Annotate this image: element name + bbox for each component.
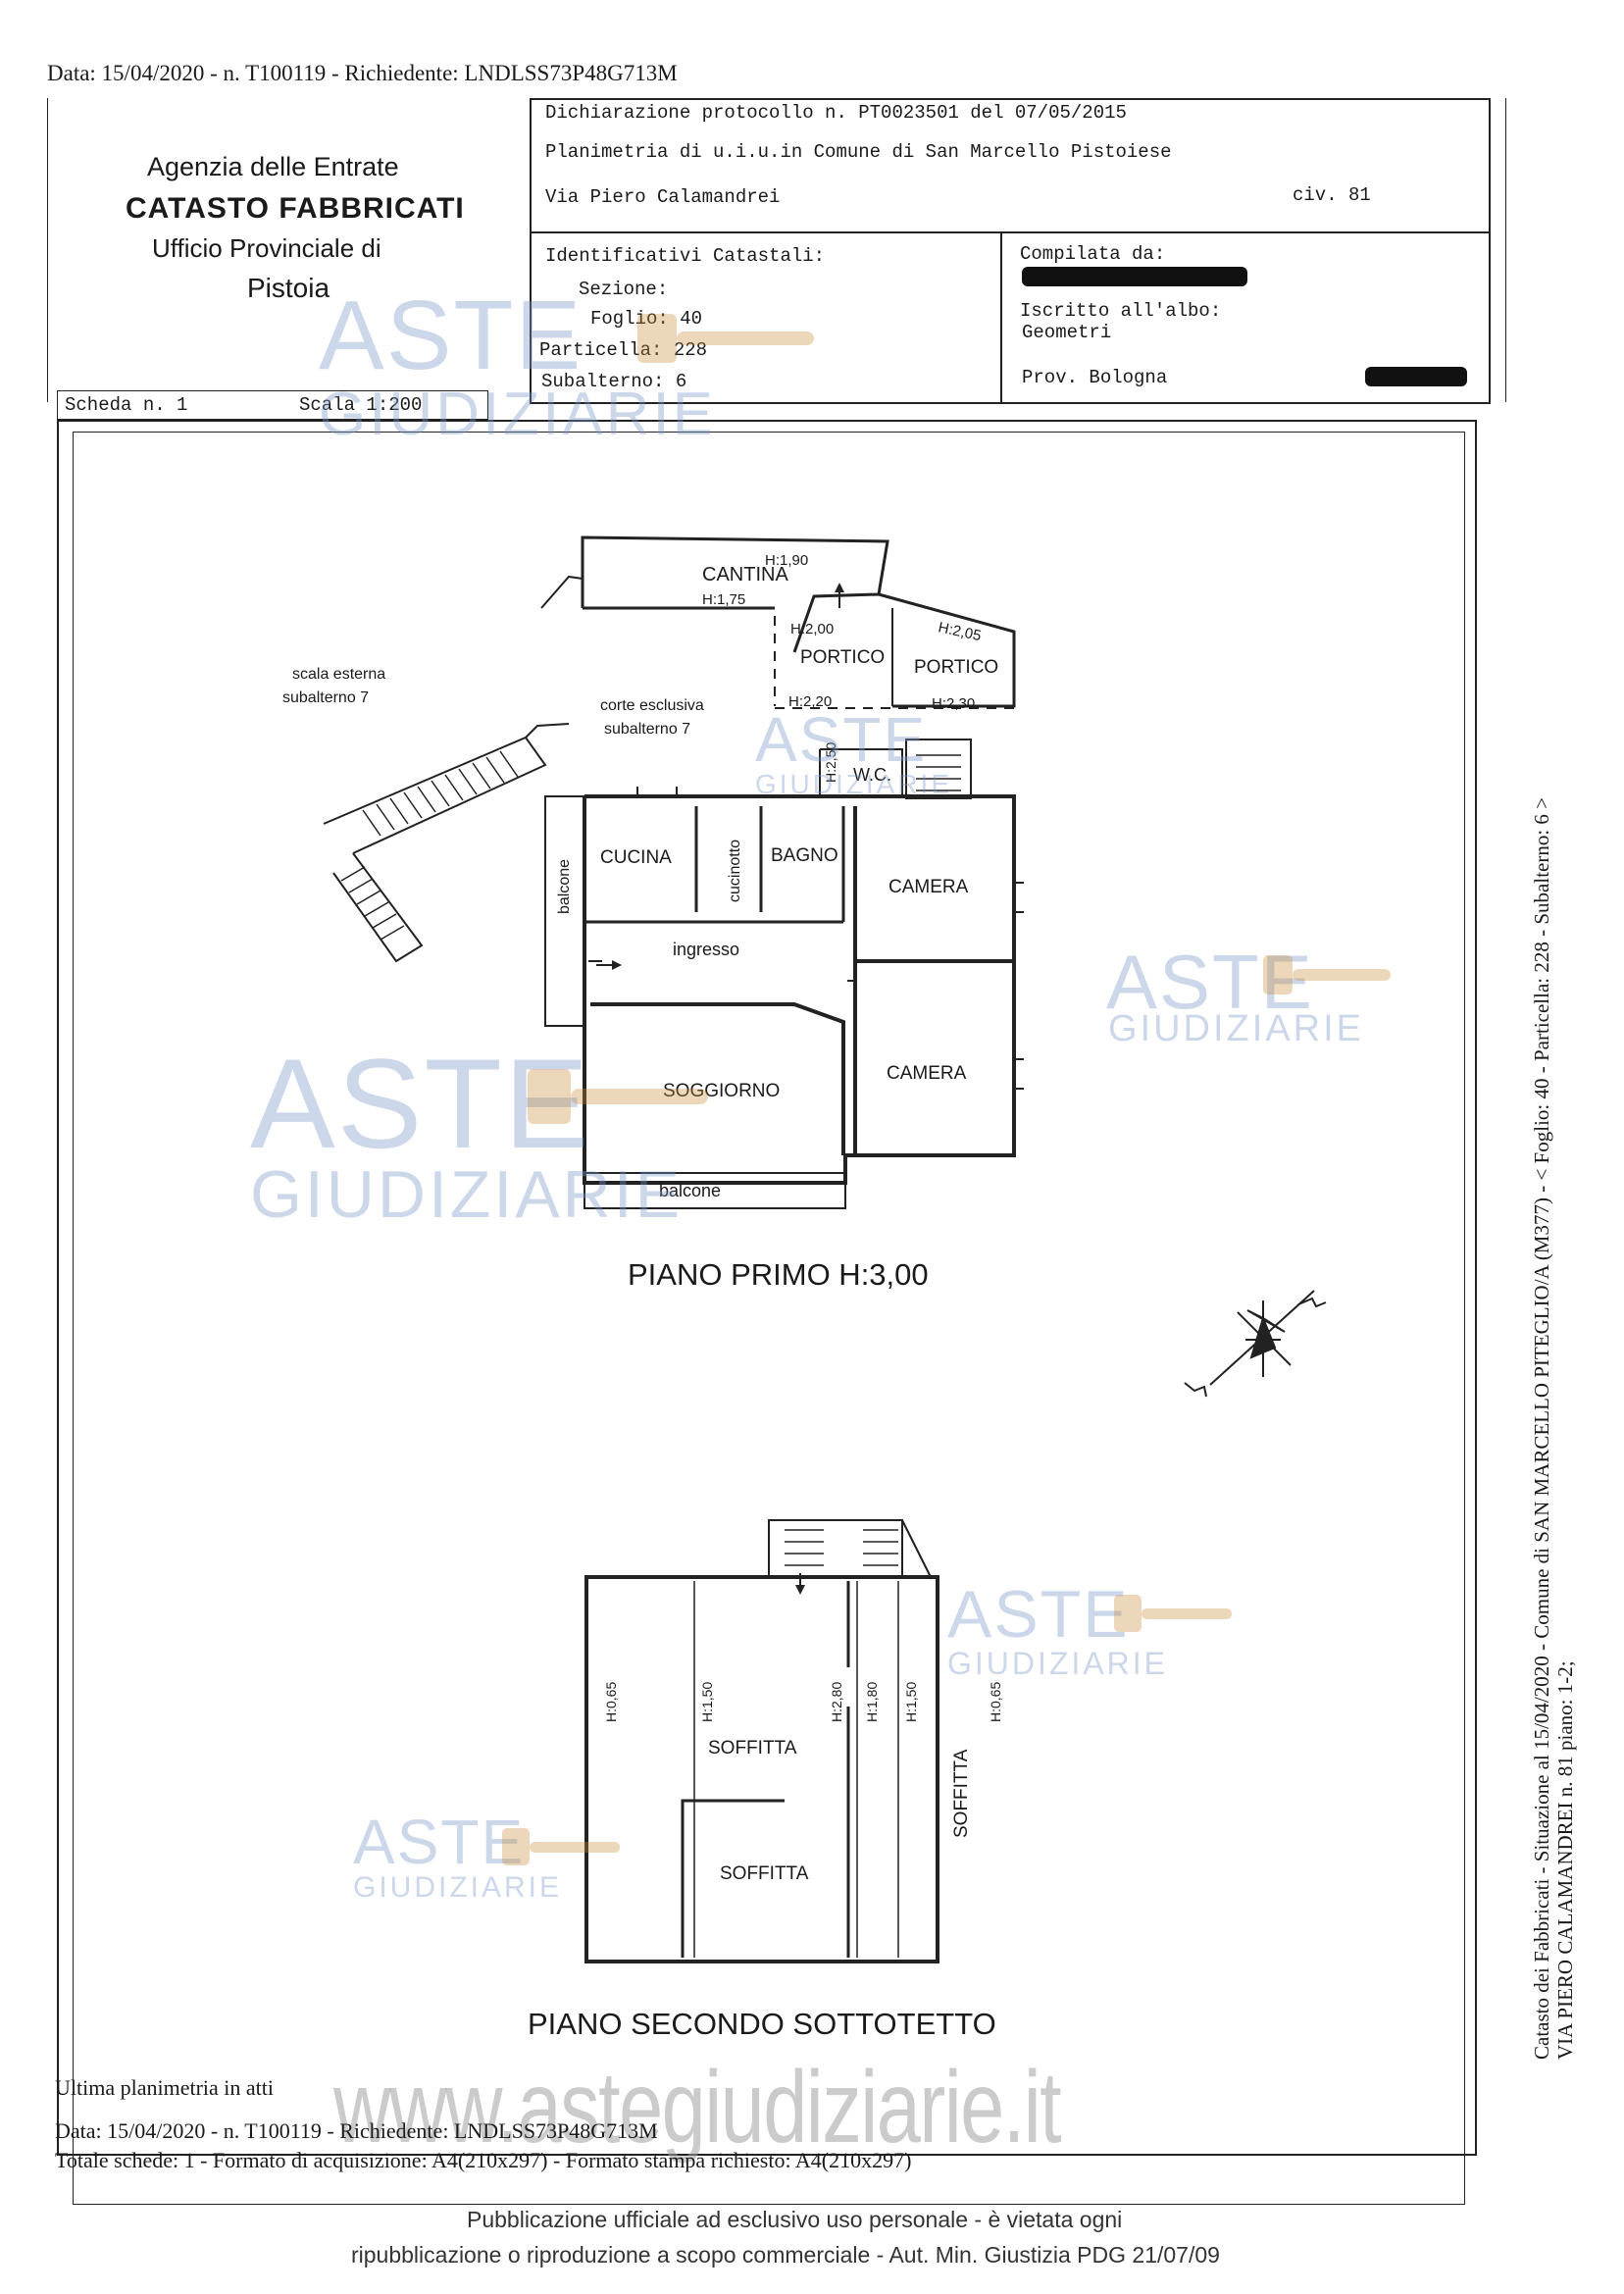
label-cucinotto: cucinotto: [727, 840, 743, 902]
label-attic-h150-right: H:1,50: [903, 1682, 919, 1722]
watermark-aste-3: ASTE: [1106, 939, 1314, 1025]
watermark-aste-6: ASTE: [353, 1807, 526, 1877]
header-identifiers-box: [530, 231, 1491, 404]
cantina-outline: [581, 535, 889, 653]
footer-totals: Totale schede: 1 - Formato di acquisizio…: [55, 2148, 912, 2172]
agency-name: Agenzia delle Entrate: [147, 152, 399, 181]
label-ingresso: ingresso: [673, 940, 739, 959]
label-portico-h200: H:2,00: [790, 621, 834, 637]
watermark-giudiziarie-2: GIUDIZIARIE: [755, 769, 953, 799]
label-portico-1: PORTICO: [800, 647, 885, 668]
watermark-giudiziarie-4: GIUDIZIARIE: [250, 1157, 684, 1232]
title-piano-primo: PIANO PRIMO H:3,00: [628, 1257, 929, 1292]
gavel-icon: [528, 1069, 708, 1124]
declaration-protocol: Dichiarazione protocollo n. PT0023501 de…: [545, 102, 1127, 124]
label-camera-1: CAMERA: [888, 877, 969, 897]
watermark-giudiziarie-5: GIUDIZIARIE: [947, 1646, 1169, 1681]
main-frame: [57, 420, 1477, 2156]
attic-stairs: [768, 1519, 903, 1577]
compiler-register-label: Iscritto all'albo:: [1020, 300, 1222, 322]
redacted-register-number: [1365, 367, 1467, 386]
footer-request-line: Data: 15/04/2020 - n. T100119 - Richiede…: [55, 2118, 658, 2143]
declaration-civic: civ. 81: [1293, 184, 1371, 206]
label-portico-h205: H:2,05: [937, 619, 983, 644]
label-attic-h065-right: H:0,65: [988, 1682, 1003, 1722]
label-cantina-h175: H:1,75: [702, 591, 745, 608]
footer-publication-1: Pubblicazione ufficiale ad esclusivo uso…: [467, 2207, 1123, 2232]
watermark-giudiziarie-6: GIUDIZIARIE: [353, 1871, 563, 1904]
gavel-icon: [1114, 1595, 1232, 1632]
watermark-aste-1: ASTE: [319, 280, 584, 390]
label-soffitta-1: SOFFITTA: [708, 1738, 797, 1759]
identifier-sezione: Sezione:: [579, 279, 669, 300]
label-cantina-h190: H:1,90: [765, 552, 808, 569]
label-wc-h250: H:2,50: [823, 742, 838, 783]
label-corte-subalterno: subalterno 7: [604, 721, 690, 738]
attic-outline: [584, 1575, 939, 1963]
header-divider: [1000, 231, 1002, 404]
outer-frame: [73, 432, 1465, 2205]
label-bagno: BAGNO: [771, 845, 838, 866]
label-balcone-west: balcone: [556, 859, 573, 914]
side-situation-line: Catasto dei Fabbricati - Situazione al 1…: [1530, 796, 1553, 2060]
watermark-aste-5: ASTE: [947, 1577, 1130, 1652]
footer-publication-2: ripubblicazione o riproduzione a scopo c…: [351, 2242, 1220, 2268]
gavel-icon: [637, 314, 814, 363]
header-request-line: Data: 15/04/2020 - n. T100119 - Richiede…: [47, 61, 678, 85]
label-attic-h150-left: H:1,50: [699, 1682, 715, 1722]
declaration-planimetry: Planimetria di u.i.u.in Comune di San Ma…: [545, 141, 1172, 163]
label-portico-h230: H:2,30: [932, 695, 975, 712]
redacted-compiler-name: [1022, 267, 1247, 286]
watermark-giudiziarie-3: GIUDIZIARIE: [1108, 1008, 1365, 1049]
label-attic-h180: H:1,80: [864, 1682, 880, 1722]
title-piano-secondo: PIANO SECONDO SOTTOTETTO: [528, 2007, 996, 2041]
identifier-particella: Particella: 228: [539, 339, 708, 361]
compass-rose: [1184, 1290, 1327, 1398]
ufficio-provinciale: Ufficio Provinciale di: [152, 233, 381, 263]
label-scala-subalterno: subalterno 7: [282, 689, 369, 706]
label-corte-esclusiva: corte esclusiva: [600, 697, 704, 714]
label-balcone-south: balcone: [659, 1181, 721, 1200]
watermark-aste-2: ASTE: [755, 704, 928, 775]
ufficio-city: Pistoia: [247, 273, 330, 303]
header-declaration-box: [530, 98, 1491, 233]
portico-outline: [878, 592, 1016, 708]
compiler-province: Prov. Bologna: [1022, 367, 1168, 388]
label-wc: W.C.: [853, 765, 891, 785]
header-frame: [47, 98, 1506, 402]
watermark-giudiziarie-1: GIUDIZIARIE: [319, 381, 717, 448]
label-attic-h280: H:2,80: [829, 1682, 844, 1722]
label-portico-2: PORTICO: [914, 657, 998, 678]
label-scala-esterna: scala esterna: [292, 666, 385, 683]
identifier-subalterno: Subalterno: 6: [541, 371, 687, 392]
watermark-aste-4: ASTE: [250, 1032, 591, 1175]
compiler-label: Compilata da:: [1020, 243, 1166, 265]
scheda-number: Scheda n. 1: [65, 394, 188, 416]
footer-last-plan: Ultima planimetria in atti: [55, 2075, 274, 2100]
watermark-site: www.astegiudiziarie.it: [333, 2051, 1062, 2165]
label-cantina: CANTINA: [702, 564, 788, 586]
scale-value: Scala 1:200: [299, 394, 423, 416]
compiler-register-value: Geometri: [1022, 322, 1112, 343]
label-soffitta-2: SOFFITTA: [720, 1863, 809, 1884]
scheda-box: [57, 390, 488, 420]
declaration-address: Via Piero Calamandrei: [545, 186, 781, 208]
gavel-icon: [1263, 955, 1391, 994]
gavel-icon: [502, 1828, 620, 1865]
label-attic-h065-left: H:0,65: [603, 1682, 619, 1722]
identifiers-title: Identificativi Catastali:: [545, 245, 826, 267]
label-camera-2: CAMERA: [887, 1063, 967, 1084]
label-soffitta-3: SOFFITTA: [951, 1749, 972, 1838]
identifier-foglio: Foglio: 40: [590, 308, 703, 330]
label-portico-h220: H:2,20: [788, 693, 832, 710]
catasto-fabbricati: CATASTO FABBRICATI: [126, 192, 465, 225]
label-soggiorno: SOGGIORNO: [663, 1081, 780, 1101]
side-address-line: VIA PIERO CALAMANDREI n. 81 piano: 1-2;: [1553, 1660, 1577, 2060]
label-cucina: CUCINA: [600, 847, 672, 868]
